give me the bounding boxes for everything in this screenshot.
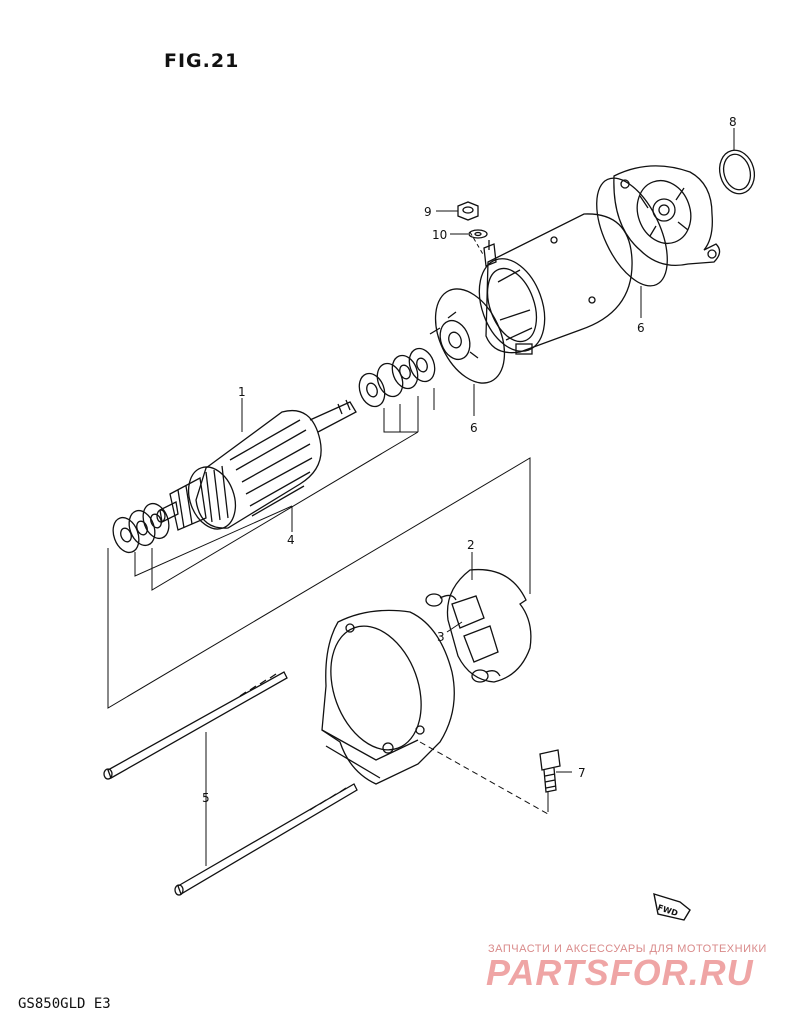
through-bolt-upper: [103, 671, 288, 780]
callout-7: 7: [578, 766, 586, 780]
terminal-washer-shape: [468, 229, 488, 239]
fwd-arrow-icon: [653, 892, 691, 921]
callout-5: 5: [202, 791, 210, 805]
callout-4: 4: [287, 533, 295, 547]
front-bracket: [321, 609, 455, 785]
through-bolt-lower: [174, 783, 358, 896]
o-ring-small-shape: [718, 149, 756, 195]
upper-washers: [358, 347, 436, 408]
model-code: GS850GLD E3: [18, 996, 111, 1012]
figure-title: FIG.21: [164, 50, 240, 72]
callout-3: 3: [437, 630, 445, 644]
brush-holder-shape: [425, 568, 532, 683]
o-ring-front: [434, 288, 506, 384]
lower-washers: [112, 502, 170, 554]
fwd-label: FWD: [656, 903, 679, 918]
callout-9: 9: [424, 205, 432, 219]
end-cover: [613, 165, 721, 267]
leader-lines: [107, 128, 735, 866]
watermark-logo: PARTSFOR.RU: [486, 952, 754, 993]
callout-6-lower: 6: [470, 421, 478, 435]
callout-1: 1: [238, 385, 246, 399]
callout-8: 8: [729, 115, 737, 129]
thrust-plate: [429, 311, 479, 361]
watermark-tagline: ЗАПЧАСТИ И АКСЕССУАРЫ ДЛЯ МОТОТЕХНИКИ: [488, 943, 767, 955]
callout-6-upper: 6: [637, 321, 645, 335]
o-ring-rear: [596, 177, 668, 287]
mounting-bolt-shape: [539, 749, 561, 793]
callout-10: 10: [432, 228, 447, 242]
terminal-nut-shape: [457, 201, 479, 221]
motor-yoke: [478, 213, 633, 355]
callout-2: 2: [467, 538, 475, 552]
armature-shape: [156, 399, 357, 531]
